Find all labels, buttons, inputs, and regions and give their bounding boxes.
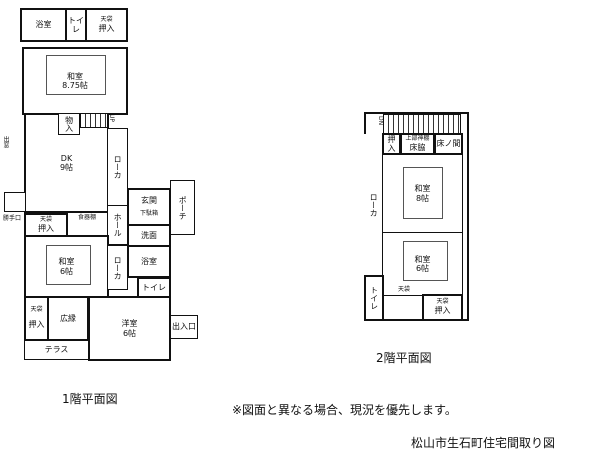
corridor-2f: ローカ (364, 134, 384, 276)
label: 洋室 (121, 319, 138, 329)
label: 天袋 (100, 15, 113, 23)
cupboard-label: 食器棚 (78, 214, 97, 221)
label: ホール (113, 213, 123, 237)
label: 浴室 (141, 256, 157, 266)
room-entrance: 玄関下駄箱 (127, 188, 171, 226)
corridor-1: ローカ (107, 128, 128, 206)
corridor-2: ローカ (107, 245, 128, 290)
label: トイレ (68, 15, 84, 34)
tatami (46, 245, 91, 285)
tatami (403, 241, 448, 281)
plan-title: 松山市生石町住宅間取り図 (411, 436, 556, 450)
room-toilet-mid: トイレ (137, 277, 171, 298)
label: 洗面 (141, 230, 157, 240)
label: 押入 (38, 223, 54, 233)
label: 出入口 (172, 322, 196, 332)
label: 広縁 (60, 313, 76, 323)
label: 押入 (98, 23, 115, 33)
label: 和室 (414, 184, 431, 194)
label: トイレ (369, 286, 379, 310)
label: 和室 (67, 71, 83, 81)
disclaimer-note: ※図面と異なる場合、現況を優先します。 (232, 403, 457, 417)
label: 8帖 (415, 193, 430, 203)
label: テラス (44, 345, 69, 355)
label: 押入 (387, 134, 396, 153)
label: 床ノ間 (436, 139, 461, 149)
room-closet-top: 天袋押入 (85, 8, 128, 42)
label: 物入 (64, 116, 74, 132)
label: DK (60, 153, 73, 163)
label: 和室 (58, 257, 75, 267)
terrace: テラス (24, 340, 89, 360)
room-closet-bottom: 天袋押入 (24, 296, 49, 341)
room-toilet-top: トイレ (65, 8, 87, 42)
label: 6帖 (59, 266, 74, 276)
shoe-box-label: 下駄箱 (139, 210, 158, 218)
porch: ポーチ (170, 180, 195, 235)
room-toilet-2f: トイレ (364, 275, 384, 321)
label: ローカ (369, 193, 379, 217)
room-washroom: 洗面 (127, 224, 171, 247)
veranda: 広縁 (47, 296, 89, 341)
room-washitsu-6-2f: 和室 6帖 (382, 232, 463, 296)
label: 玄関 (141, 195, 157, 205)
room-storage: 物入 (58, 113, 80, 135)
label: 天袋 (30, 306, 43, 314)
label: 天袋 (436, 298, 449, 306)
label: 床脇 (409, 142, 426, 152)
tenbukuro-label: 天袋 (398, 286, 411, 293)
stairs-1f (80, 113, 108, 128)
label: 和室 (414, 254, 431, 264)
room-closet-2f: 押入 (382, 133, 401, 155)
back-door-step (4, 192, 26, 212)
room-washitsu-875: 和室 8.75帖 (22, 47, 128, 115)
room-bath-top: 浴室 (20, 8, 67, 42)
tokowaki: 上部神棚床脇 (400, 133, 435, 155)
shelf-note: 上部神棚 (405, 134, 430, 142)
back-door-label: 勝手口 (3, 215, 22, 222)
dn-label: DN (377, 116, 384, 126)
tatami (403, 167, 443, 219)
up-label: UP (108, 114, 115, 123)
label: トイレ (142, 282, 166, 292)
label: ポーチ (178, 195, 188, 220)
room-closet-2f-bottom: 天袋押入 (422, 294, 463, 321)
room-closet-mid: 天袋押入 (24, 213, 68, 237)
label: 6帖 (415, 264, 430, 273)
floor2-caption: 2階平面図 (376, 351, 432, 365)
room-washitsu-6: 和室 6帖 (24, 235, 109, 298)
label: 押入 (28, 320, 45, 330)
label: 押入 (434, 306, 451, 316)
bay-window-label: 出窓 (2, 136, 9, 148)
label: 8.75帖 (62, 81, 88, 90)
label: 浴室 (35, 20, 52, 30)
hall: ホール (107, 205, 128, 245)
tokonoma: 床ノ間 (434, 133, 463, 155)
stairs-2f (383, 114, 461, 134)
room-bath-mid: 浴室 (127, 245, 171, 278)
exit-step: 出入口 (170, 315, 198, 339)
tatami (46, 55, 106, 95)
room-washitsu-8: 和室 8帖 (382, 154, 463, 233)
label: 天袋 (39, 215, 52, 223)
label: 6帖 (122, 328, 137, 338)
label: 9帖 (59, 163, 74, 172)
label: ローカ (113, 255, 123, 280)
label: ローカ (113, 155, 123, 179)
floor1-caption: 1階平面図 (62, 392, 118, 406)
